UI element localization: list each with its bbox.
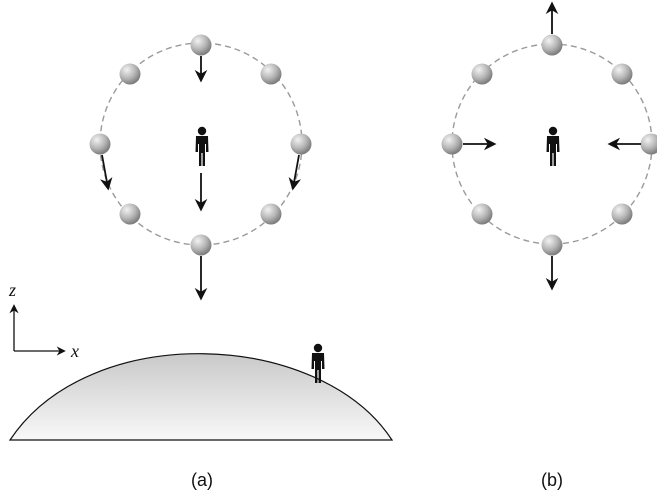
test-particle-icon — [441, 133, 463, 155]
coordinate-axes — [9, 304, 66, 356]
test-particle-icon — [471, 63, 493, 85]
test-particle-icon — [290, 133, 312, 155]
z-axis-label: z — [8, 280, 16, 300]
test-particle-icon — [260, 63, 282, 85]
test-particle-icon — [89, 133, 111, 155]
human-figure-icon — [195, 126, 209, 166]
panel-b-label: (b) — [541, 470, 563, 490]
arrow-icon — [99, 154, 113, 191]
test-particle-icon — [611, 203, 633, 225]
earth-hemisphere — [8, 353, 394, 441]
arrow-icon — [288, 154, 302, 191]
test-particle-icon — [541, 34, 563, 56]
test-particle-icon — [190, 34, 212, 56]
panel-a-label: (a) — [191, 470, 213, 490]
panel-a — [89, 34, 312, 301]
test-particles-b — [441, 34, 657, 256]
force-arrows-b — [463, 1, 641, 291]
force-arrows-a — [99, 56, 302, 301]
test-particles-a — [89, 34, 312, 256]
test-particle-icon — [119, 63, 141, 85]
test-particle-icon — [471, 203, 493, 225]
earth-surface — [8, 343, 394, 441]
test-particle-icon — [190, 234, 212, 256]
test-particle-icon — [611, 63, 633, 85]
human-figure-icon — [546, 126, 560, 166]
test-particle-icon — [260, 203, 282, 225]
test-particle-icon — [541, 234, 563, 256]
panel-b — [441, 1, 657, 291]
x-axis-label: x — [70, 341, 79, 361]
test-particle-icon — [640, 133, 657, 155]
test-particle-icon — [119, 203, 141, 225]
